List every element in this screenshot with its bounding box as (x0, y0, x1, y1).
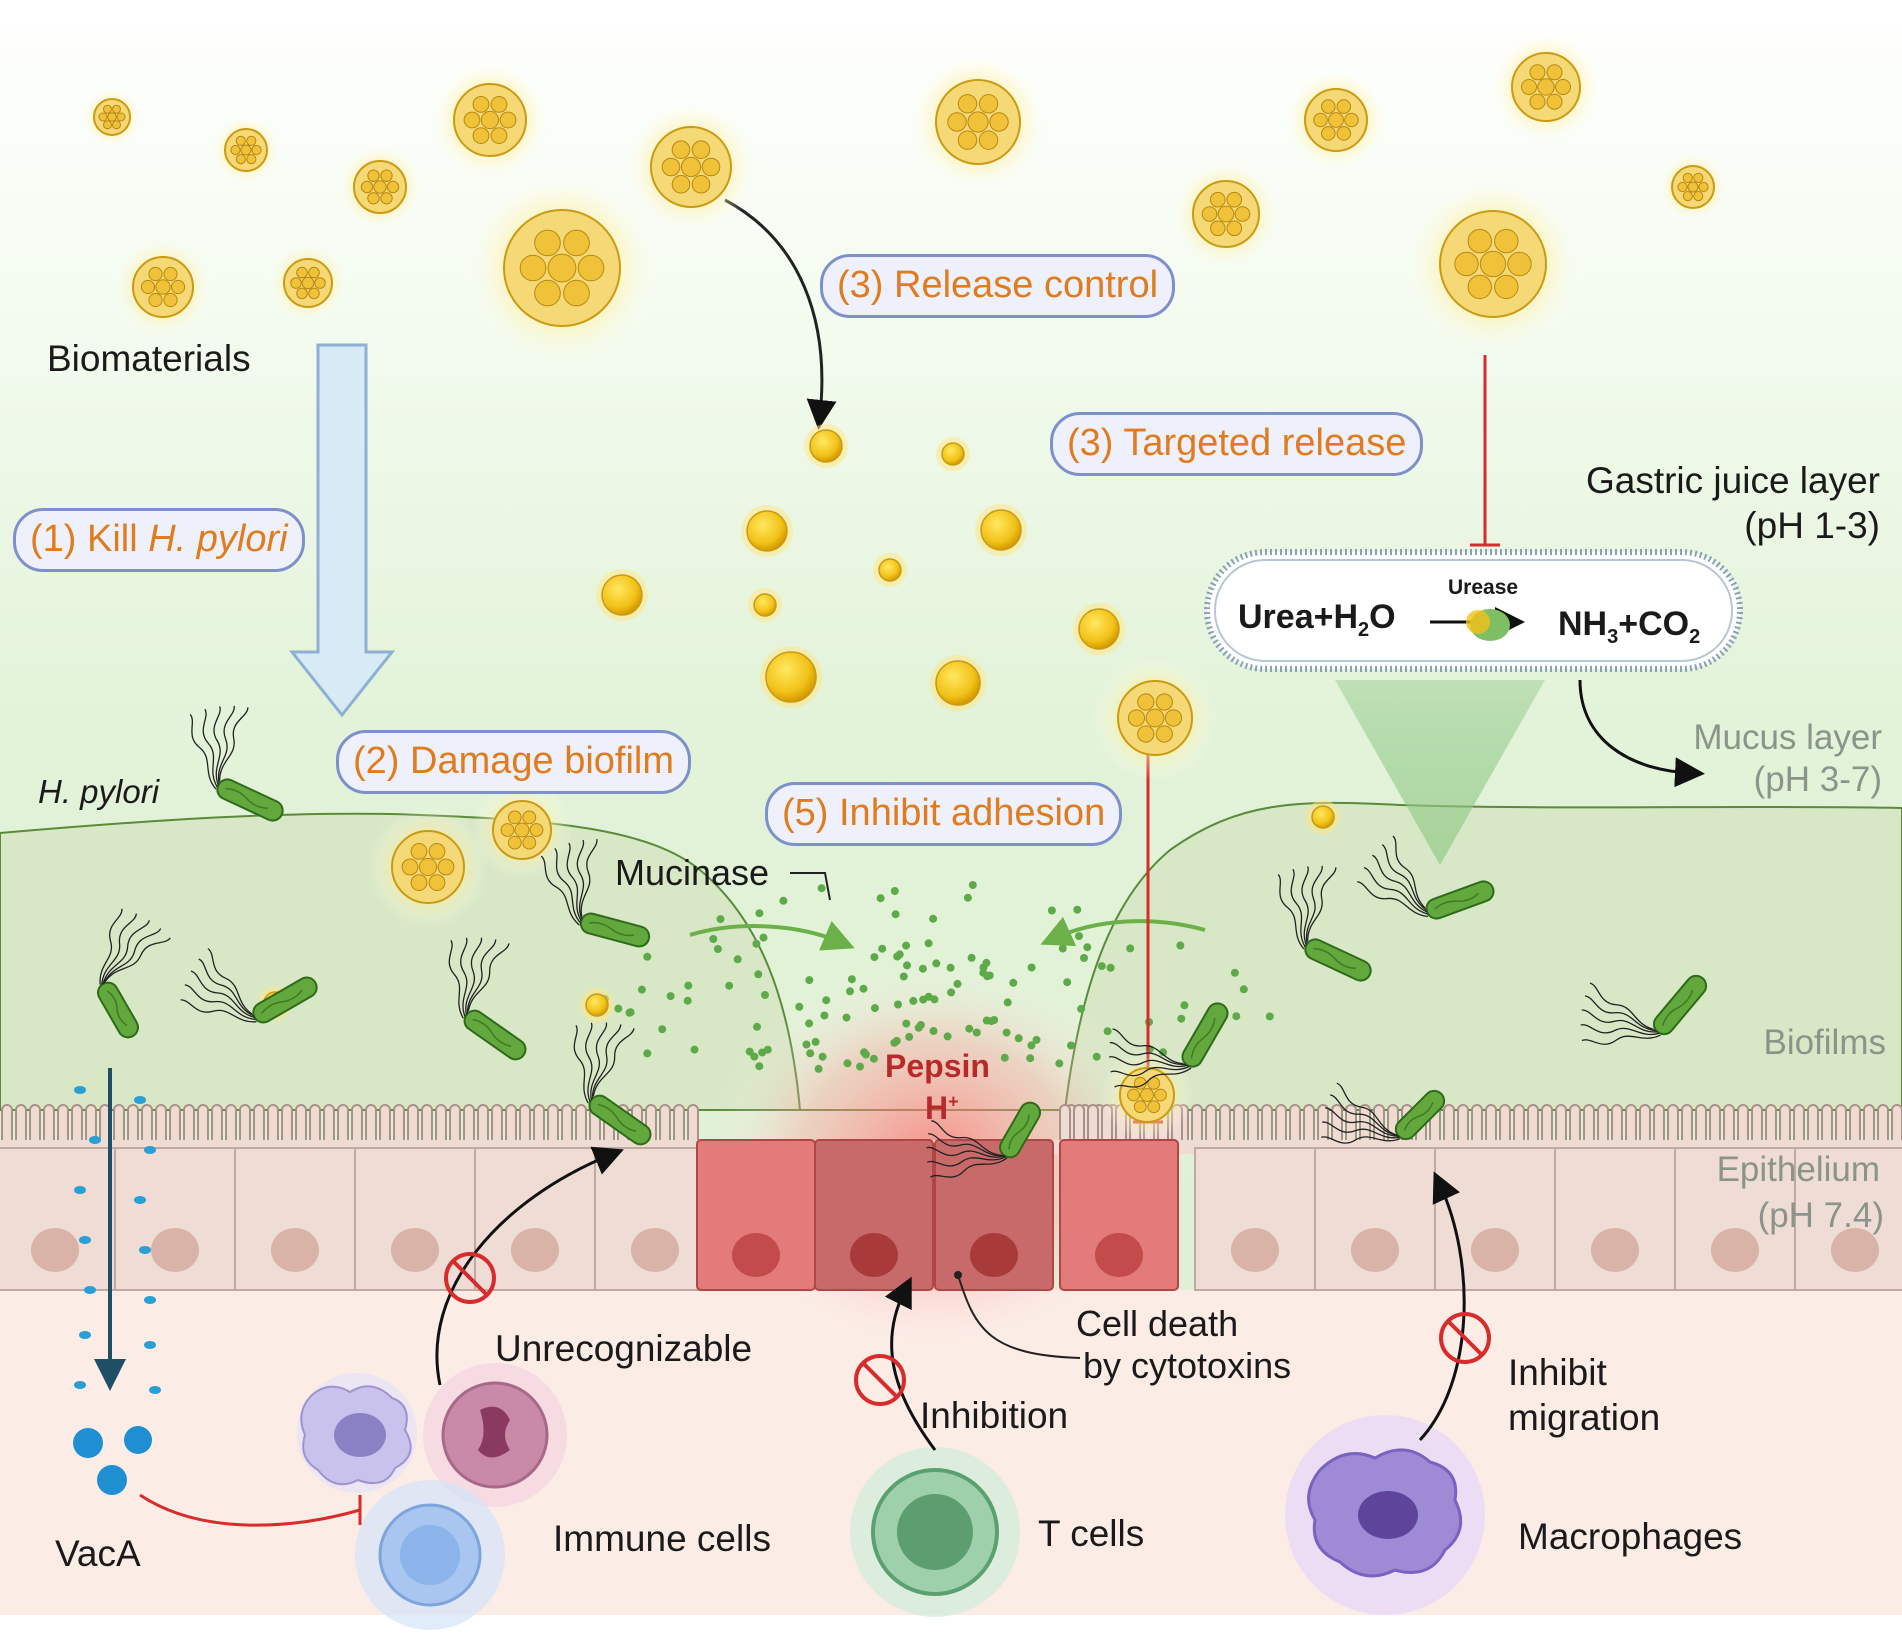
t-cells-label: T cells (1038, 1513, 1145, 1554)
h-pylori-cell (1580, 974, 1708, 1045)
reaction-left-sub: 2 (1358, 618, 1370, 641)
green-arrow-right (1040, 916, 1206, 947)
release-arrow (724, 198, 837, 430)
h-pylori-cell (1277, 865, 1372, 982)
epithelium-ph-label: (pH 7.4) (1757, 1196, 1884, 1235)
gastric-ph-label: (pH 1-3) (1744, 505, 1880, 546)
no-symbol-migration (1439, 1312, 1491, 1364)
h-pylori-cell (189, 705, 284, 822)
h-pylori-cell (448, 937, 527, 1061)
inhibit-label: Inhibit (1508, 1352, 1607, 1393)
reaction-left-tail: O (1369, 598, 1396, 636)
reaction-left: Urea+H2O (1238, 598, 1396, 642)
epithelial-cells (0, 1139, 1902, 1291)
damaged-cell (814, 1139, 934, 1291)
h-pylori-cell (1321, 1082, 1446, 1144)
immune-cells-label: Immune cells (553, 1518, 771, 1559)
h-plus-text: H (925, 1090, 949, 1126)
h-pylori-cell (926, 1101, 1041, 1178)
inhibition-arrow (884, 1276, 937, 1451)
h-plus-sup: + (948, 1091, 959, 1112)
no-symbol-inhibition (854, 1354, 906, 1406)
h-pylori-cell (573, 1022, 652, 1146)
pill-kill-prefix: (1) Kill (30, 518, 149, 560)
cell-death-label-2: by cytotoxins (1083, 1345, 1292, 1386)
h-pylori-cell (180, 948, 318, 1024)
mucinase-label: Mucinase (615, 852, 770, 893)
damaged-cell (934, 1139, 1054, 1291)
inhibition-label: Inhibition (920, 1395, 1069, 1436)
vaca-inhibit-line (139, 1493, 361, 1527)
biomaterials-label: Biomaterials (47, 338, 251, 379)
pill-release-control: (3) Release control (820, 254, 1176, 318)
pill-kill-italic: H. pylori (148, 518, 288, 560)
h-pylori-cell (540, 839, 651, 948)
mucus-label: Mucus layer (1693, 718, 1882, 757)
mucinase-pointer (790, 872, 831, 901)
pill-inhibit-adhesion: (5) Inhibit adhesion (765, 782, 1123, 846)
pill-targeted-release: (3) Targeted release (1050, 412, 1424, 476)
reaction-left-text: Urea+H (1238, 598, 1359, 636)
reaction-right-a: NH (1558, 605, 1608, 643)
migration-arrow (1418, 1171, 1466, 1442)
h-pylori-cell (97, 908, 171, 1039)
vaca-dots (74, 1086, 161, 1394)
green-arrow-left (689, 921, 855, 951)
no-symbol-unrecognizable (444, 1252, 496, 1304)
h-pylori-cell (1108, 1002, 1229, 1088)
vaca-sphere (73, 1428, 103, 1458)
pepsin-label: Pepsin (885, 1048, 990, 1084)
h-pylori-cell (1357, 835, 1495, 920)
cell-death-label-1: Cell death (1076, 1303, 1239, 1344)
reaction-right-sub-a: 3 (1607, 625, 1619, 648)
kill-arrow (288, 343, 396, 718)
h-plus-label: H+ (925, 1090, 959, 1127)
epithelium-label: Epithelium (1716, 1150, 1880, 1189)
gastric-juice-label: Gastric juice layer (1585, 460, 1880, 501)
biomaterial-particles (81, 29, 1729, 1141)
reaction-right: NH3+CO2 (1558, 605, 1700, 649)
biofilms-label: Biofilms (1763, 1023, 1886, 1062)
mucus-ph-label: (pH 3-7) (1753, 760, 1882, 799)
h-pylori-label: H. pylori (38, 773, 160, 810)
reaction-right-sub-b: 2 (1689, 625, 1701, 648)
unrecognizable-arrow (435, 1146, 624, 1386)
unrecognizable-label: Unrecognizable (495, 1328, 753, 1369)
arrow-to-mucus (1578, 679, 1705, 788)
urease-beam (1335, 680, 1545, 865)
urease-label: Urease (1448, 576, 1519, 599)
macrophages-label: Macrophages (1518, 1516, 1743, 1557)
vaca-label: VacA (55, 1533, 141, 1574)
reaction-right-b: +CO (1618, 605, 1690, 643)
pill-kill: (1) Kill H. pylori (13, 508, 305, 572)
h-pylori-bacteria (97, 705, 1708, 1178)
mucinase-dots (601, 881, 1274, 1073)
pill-damage-biofilm: (2) Damage biofilm (336, 730, 691, 794)
cell-death-pointer (957, 1274, 1081, 1359)
migration-label: migration (1508, 1397, 1661, 1438)
damaged-cell (1059, 1139, 1179, 1291)
